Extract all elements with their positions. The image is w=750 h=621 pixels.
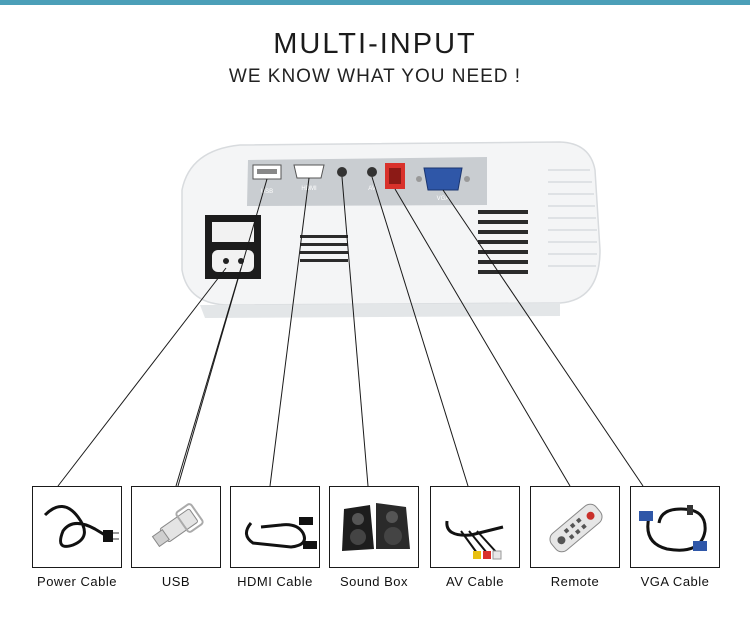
page-title: MULTI-INPUT bbox=[273, 28, 477, 60]
accessory-card-power-cable bbox=[32, 486, 122, 568]
accessory-label-sound-box: Sound Box bbox=[339, 574, 409, 589]
vga-cable-icon bbox=[639, 505, 707, 552]
port-label-av: AV bbox=[368, 186, 376, 192]
vga-port-icon bbox=[423, 167, 463, 191]
accessory-label-av-cable: AV Cable bbox=[446, 574, 504, 589]
page-subtitle: WE KNOW WHAT YOU NEED ! bbox=[228, 66, 522, 87]
accessory-label-remote: Remote bbox=[550, 574, 600, 589]
accessory-card-av-cable bbox=[430, 486, 520, 568]
accessory-card-sound-box bbox=[329, 486, 419, 568]
av-port-icon bbox=[367, 167, 377, 177]
hdmi-port-icon bbox=[293, 164, 325, 179]
accessory-label-hdmi-cable: HDMI Cable bbox=[237, 574, 313, 589]
port-label-hdmi: HDMI bbox=[301, 186, 317, 192]
accessory-card-remote bbox=[530, 486, 620, 568]
top-accent-rule bbox=[0, 0, 750, 5]
audio-port-icon bbox=[337, 167, 347, 177]
port-label-usb: USB bbox=[261, 189, 273, 195]
remote-icon bbox=[549, 503, 603, 553]
projector-body: USB HDMI AV VGA bbox=[181, 141, 601, 318]
port-label-vga: VGA bbox=[437, 196, 450, 202]
power-socket-icon bbox=[212, 250, 254, 272]
accessory-card-usb bbox=[131, 486, 221, 568]
accessory-card-hdmi-cable bbox=[230, 486, 320, 568]
power-switch-icon bbox=[212, 222, 254, 242]
speakers-icon bbox=[342, 503, 410, 551]
right-grille bbox=[548, 169, 597, 267]
accessory-label-power-cable: Power Cable bbox=[37, 574, 117, 589]
power-cable-icon bbox=[43, 505, 119, 548]
accessory-label-vga-cable: VGA Cable bbox=[640, 574, 710, 589]
accessory-label-usb: USB bbox=[161, 574, 191, 589]
accessory-card-vga-cable bbox=[630, 486, 720, 568]
hdmi-cable-icon bbox=[245, 517, 317, 549]
av-cable-icon bbox=[445, 520, 504, 560]
side-vents bbox=[300, 210, 528, 274]
connector-lines bbox=[57, 176, 644, 487]
usb-drive-icon bbox=[151, 503, 204, 548]
